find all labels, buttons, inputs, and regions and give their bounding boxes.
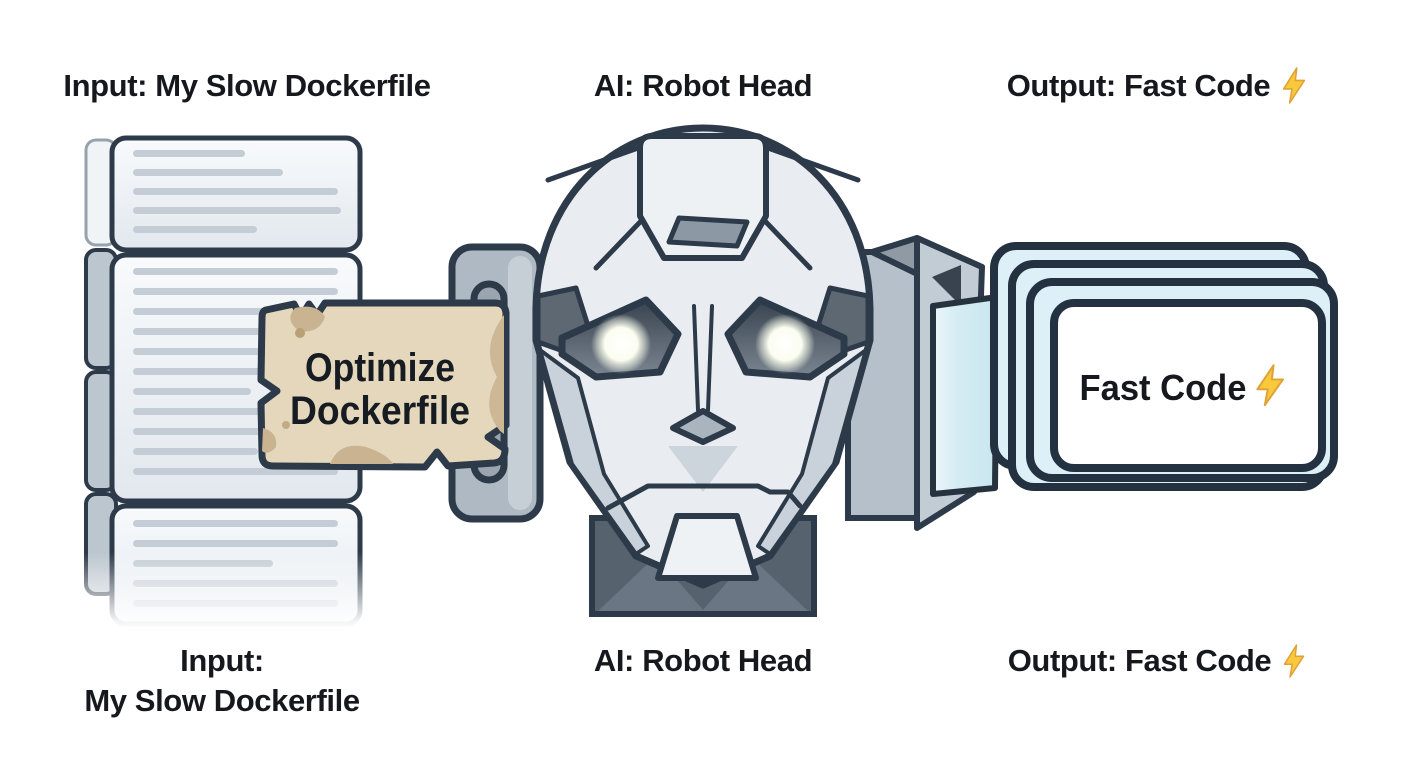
nose — [670, 408, 736, 445]
note-line2: Dockerfile — [290, 389, 470, 433]
nose-seam — [692, 304, 714, 412]
eye-glow-left — [591, 314, 651, 374]
forehead-slot — [666, 215, 750, 249]
label-bottom-ai-text: AI: Robot Head — [593, 643, 813, 678]
label-bottom-ai: AI: Robot Head — [483, 641, 923, 680]
stack-fade — [78, 552, 372, 634]
optimize-note: Optimize Dockerfile — [257, 299, 510, 471]
label-top-input-text: Input: My Slow Dockerfile — [63, 68, 431, 103]
lightning-icon — [1256, 364, 1285, 407]
fast-code-card-stack: Fast Code — [990, 242, 1338, 491]
label-top-ai-text: AI: Robot Head — [593, 68, 813, 103]
note-worn-patches — [262, 306, 504, 464]
box-opening-shadow — [932, 265, 961, 306]
note-line1: Optimize — [305, 346, 455, 390]
nose-shadow — [668, 446, 738, 492]
cheek-panel-right — [756, 348, 868, 556]
label-top-output-text: Output: Fast Code — [1006, 68, 1271, 103]
label-bottom-input-line2: My Slow Dockerfile — [84, 683, 360, 718]
lightning-icon — [1284, 643, 1305, 678]
emerging-card — [930, 294, 1000, 497]
lightning-icon — [1283, 67, 1306, 104]
chin-vent — [655, 513, 759, 581]
label-top-ai: AI: Robot Head — [483, 66, 923, 105]
fast-code-card-label: Fast Code — [1080, 367, 1247, 408]
label-bottom-input: Input: My Slow Dockerfile — [2, 641, 442, 721]
dome-seams — [545, 145, 861, 271]
document-text-lines — [133, 150, 341, 233]
label-bottom-output-text: Output: Fast Code — [1007, 643, 1272, 678]
eye-glow-right — [755, 314, 815, 374]
label-bottom-input-line1: Input: — [180, 643, 264, 678]
label-bottom-output: Output: Fast Code — [938, 641, 1378, 680]
robot-head — [532, 124, 874, 617]
label-top-output: Output: Fast Code — [938, 66, 1378, 105]
mouth-seam — [605, 483, 803, 511]
fast-code-card — [1050, 299, 1326, 472]
label-top-input: Input: My Slow Dockerfile — [27, 66, 467, 105]
